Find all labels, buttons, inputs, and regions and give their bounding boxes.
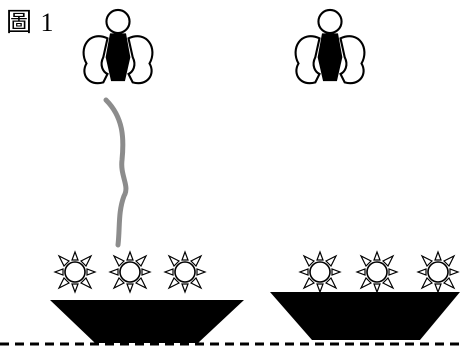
bee-icon-left xyxy=(82,8,154,85)
flower-icon-right-1 xyxy=(299,251,341,293)
trapezoid-base-left xyxy=(50,300,244,343)
trapezoid-base-right xyxy=(270,292,460,340)
flower-icon-left-1 xyxy=(54,251,96,293)
flower-icon-right-3 xyxy=(417,251,459,293)
figure-label: 圖 1 xyxy=(6,8,55,37)
bee-icon-right xyxy=(294,8,366,85)
flower-icon-left-3 xyxy=(164,251,206,293)
flower-icon-left-2 xyxy=(109,251,151,293)
flight-path-line xyxy=(103,97,129,248)
flower-icon-right-2 xyxy=(356,251,398,293)
